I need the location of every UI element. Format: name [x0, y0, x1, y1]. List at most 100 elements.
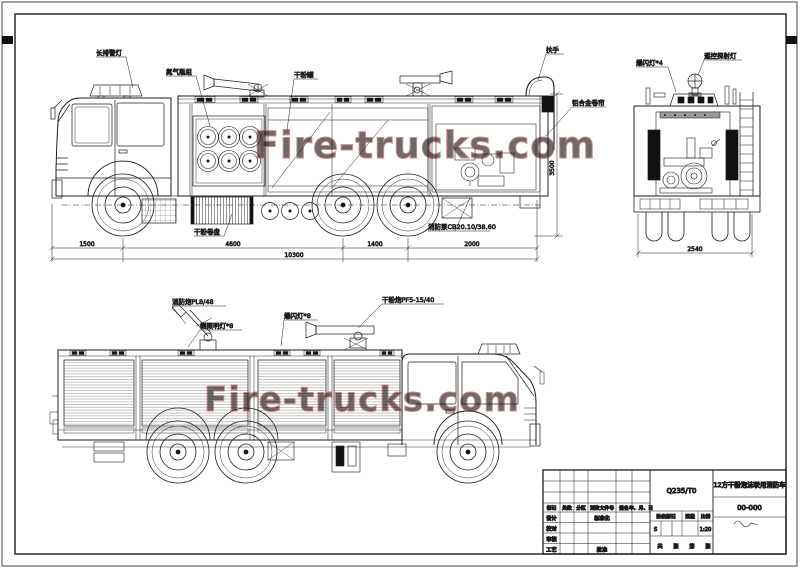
- top-view-dimensions: [49, 91, 563, 262]
- cab-front: [50, 84, 172, 199]
- dim-front-overhang: 1500: [79, 241, 94, 248]
- rear-handrail: [525, 76, 555, 150]
- inner-border: [14, 13, 787, 555]
- rear-wheel-1: [311, 173, 375, 237]
- tb-header-sign: 签名: [619, 505, 629, 512]
- rear-body: [633, 92, 761, 213]
- rear-view: 爆闪灯*4 遥控探射灯 2540: [633, 51, 761, 257]
- tb-header-count: 处数: [562, 505, 572, 512]
- dim-overall-length: 10300: [284, 252, 303, 259]
- frame-centering-mark-left: [2, 36, 13, 44]
- fire-pump-assembly: [454, 147, 515, 187]
- label-side-lights: 侧照明灯*8: [200, 321, 233, 330]
- tb-sheet-unit2: 张: [705, 542, 711, 550]
- rear-pump-assembly: [659, 137, 721, 194]
- tb-header-zone: 分区: [576, 505, 586, 512]
- tb-role-design: 设计: [546, 514, 556, 522]
- cab-bottom-view: [58, 343, 545, 447]
- front-wheel-b: [436, 420, 500, 484]
- tb-sheet-no: 第: [689, 542, 694, 550]
- rear-wheels: [645, 212, 751, 242]
- label-hose-reel: 干粉卷盘: [194, 227, 221, 236]
- watermarks: Fire-trucks.com Fire-trucks.com: [204, 124, 596, 421]
- title-block: 标记 处数 分区 更改文件号 签名 年、月、日 设计 校对 审核 工艺 标准化 …: [542, 469, 787, 555]
- tb-header-mark: 标记: [547, 505, 557, 512]
- frame-centering-mark-right: [786, 36, 797, 44]
- tb-scale-value: 1:20: [700, 527, 712, 533]
- dim-overall-width: 2540: [687, 246, 702, 253]
- tb-scale-header: 比例: [701, 513, 711, 520]
- nitrogen-cylinders: [197, 126, 261, 172]
- bottom-side-view: 消防炮PL8/48 侧照明灯*8 爆闪灯*8 干粉炮PF5-15/40: [49, 295, 545, 484]
- tb-sheet-unit1: 张: [673, 542, 679, 550]
- rear-wheel-b1: [146, 420, 210, 484]
- bottom-monitor-powder: [305, 321, 375, 351]
- label-strobe-8: 爆闪灯*8: [284, 311, 311, 320]
- rear-step: [519, 195, 541, 209]
- roof-hatches: [194, 96, 514, 103]
- dim-rear-overhang: 2000: [464, 241, 479, 248]
- air-tanks: [261, 202, 319, 220]
- remote-searchlight: [687, 73, 703, 97]
- rear-wheel-b2: [214, 420, 278, 484]
- roof-monitor-right: [399, 70, 453, 97]
- tb-approval: 批准: [597, 546, 607, 554]
- warning-light-bar: [89, 84, 143, 99]
- roof-monitor-left: [203, 74, 269, 98]
- hose-reel: [190, 196, 254, 225]
- bottom-view-callouts: [171, 303, 444, 348]
- rear-vents: [639, 198, 749, 210]
- toolbox: [141, 198, 177, 224]
- tb-role-audit: 审核: [546, 535, 556, 543]
- tb-sheet-total: 共: [657, 542, 662, 550]
- top-view-callouts: [96, 53, 606, 237]
- tb-header-docno: 更改文件号: [590, 505, 614, 512]
- cab-beacon: [477, 343, 521, 355]
- label-fire-monitor: 消防炮PL8/48: [172, 297, 214, 306]
- dim-wheelbase: 4600: [225, 241, 240, 248]
- tb-stage-mark: S: [654, 527, 657, 533]
- tb-weight-header: 重量: [685, 513, 695, 520]
- label-strobe-4: 爆闪灯*4: [636, 58, 663, 67]
- roller-shutter-panels: [63, 356, 401, 440]
- rear-top-rails: [645, 85, 737, 105]
- superstructure: [177, 76, 555, 197]
- dim-tandem: 1400: [367, 241, 382, 248]
- rear-ladder: [739, 92, 754, 196]
- wheels-top-view: [91, 173, 440, 237]
- roof-fittings: [69, 350, 395, 356]
- label-searchlight: 遥控探射灯: [704, 51, 737, 60]
- wheels-bottom-view: [146, 420, 500, 484]
- rear-underbody-box: [441, 197, 473, 219]
- front-wheel: [91, 173, 155, 237]
- rear-width-dimension: [635, 214, 755, 257]
- label-handrail: 扶手: [546, 45, 560, 54]
- nitrogen-cylinder-bay: [192, 115, 266, 187]
- label-powder-monitor: 干粉炮PF5-15/40: [382, 295, 434, 304]
- underbody-bottom-view: [62, 439, 536, 473]
- powder-tank-compartment: [267, 107, 429, 193]
- label-cylinders: 氮气瓶组: [166, 67, 193, 76]
- tb-header-date: 年、月、日: [629, 505, 653, 512]
- chassis: [62, 195, 548, 225]
- bottom-monitor-fire: [171, 302, 217, 351]
- tb-standardization: 标准化: [594, 514, 610, 522]
- watermark-top: Fire-trucks.com: [254, 124, 596, 167]
- tb-product-name: 12方干粉泡沫联用消防车: [713, 480, 786, 489]
- label-fire-pump: 消防泵CB20.10/38.60: [428, 222, 496, 231]
- tb-role-check: 校对: [546, 525, 556, 533]
- watermark-bottom: Fire-trucks.com: [204, 380, 520, 420]
- label-powder-tank: 干粉罐: [294, 70, 314, 79]
- label-roller-shutter: 铝合金卷帘: [572, 98, 605, 107]
- rear-view-callouts: [636, 59, 742, 93]
- tb-drawing-number: 00-000: [737, 504, 762, 512]
- tb-material: Q235/T0: [667, 487, 697, 495]
- tb-stage-header: 阶段标记: [656, 513, 675, 520]
- rear-wheel-2: [376, 173, 440, 237]
- pump-bay: [431, 105, 541, 193]
- rear-top-box: [541, 95, 555, 113]
- underbody-equipment: [93, 441, 407, 473]
